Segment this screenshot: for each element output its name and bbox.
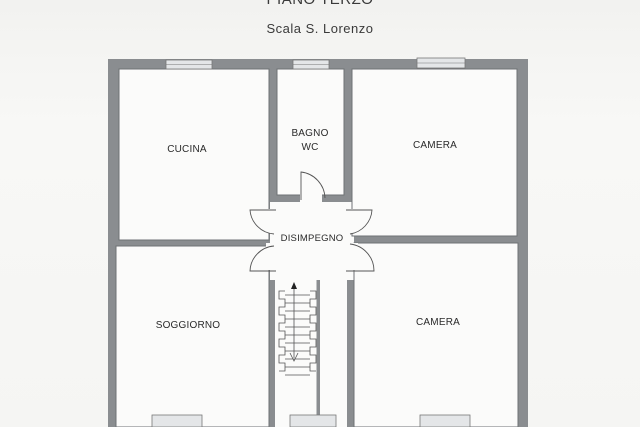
windows-top xyxy=(165,57,466,70)
stair-steps-right xyxy=(309,290,317,372)
door-gap-cucina xyxy=(266,209,280,233)
stair-arrow-up-icon xyxy=(291,282,297,289)
door-soggiorno xyxy=(249,245,276,272)
label-disimpegno: DISIMPEGNO xyxy=(281,233,344,244)
window-soggiorno xyxy=(151,414,203,427)
landing xyxy=(320,280,347,427)
door-swings xyxy=(249,171,375,272)
door-gap-camera-top xyxy=(344,209,358,233)
room-disimpegno xyxy=(270,202,354,280)
label-soggiorno: SOGGIORNO xyxy=(156,320,221,331)
door-bagno xyxy=(300,171,326,200)
door-cucina xyxy=(249,209,276,235)
stairs xyxy=(278,287,317,376)
room-camera-top xyxy=(352,69,517,236)
door-gap-bagno xyxy=(300,192,322,204)
label-camera-top: CAMERA xyxy=(413,140,457,151)
room-soggiorno xyxy=(116,246,269,427)
stair-treads xyxy=(285,294,310,376)
room-camera-bottom xyxy=(354,243,518,427)
door-gap-camera-bottom xyxy=(344,243,358,270)
door-gap-soggiorno xyxy=(266,243,280,270)
stair-steps-left xyxy=(278,290,286,372)
window-camera-bottom xyxy=(419,414,471,427)
label-wc: WC xyxy=(301,142,318,153)
plan-subtitle: Scala S. Lorenzo xyxy=(266,21,374,36)
stairwell xyxy=(275,280,317,427)
window-stair xyxy=(289,414,337,427)
label-cucina: CUCINA xyxy=(167,144,207,155)
door-camera-bottom xyxy=(346,243,375,272)
room-cucina xyxy=(119,69,269,240)
room-bagno xyxy=(277,69,344,195)
label-bagno: BAGNO xyxy=(291,128,328,139)
plan-title: PIANO TERZO xyxy=(0,0,640,8)
windows-bottom xyxy=(151,414,471,427)
door-camera-top xyxy=(346,209,373,235)
label-camera-bottom: CAMERA xyxy=(416,317,460,328)
stair-arrow-down xyxy=(289,352,299,362)
